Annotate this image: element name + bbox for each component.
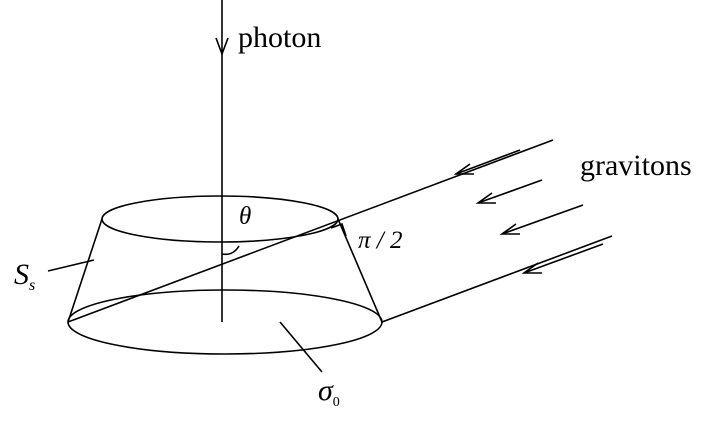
photon-arrowhead [215, 37, 229, 57]
surface-label-main: S [14, 258, 29, 291]
surface-leader-line [47, 259, 95, 272]
graviton-arrow-2 [475, 179, 543, 204]
sigma-leader-line [279, 321, 323, 373]
graviton-arrow-1 [453, 149, 521, 175]
surface-label: Ss [14, 258, 35, 294]
graviton-ray-lower [381, 235, 613, 323]
graviton-arrow-4 [521, 243, 604, 274]
surface-label-sub: s [29, 277, 35, 294]
right-angle-marker [330, 222, 347, 237]
gravitons-label: gravitons [580, 149, 692, 182]
frustum-bottom-ellipse [67, 289, 383, 355]
right-angle-label: π / 2 [358, 227, 402, 254]
frustum-top-ellipse [101, 195, 339, 243]
frustum-left-side [67, 218, 103, 323]
theta-label: θ [239, 203, 251, 230]
sigma-label: σ0 [318, 374, 340, 410]
sigma-label-main: σ [318, 374, 334, 407]
photon-label: photon [238, 21, 321, 54]
theta-arc [221, 245, 240, 256]
sigma-label-sub: 0 [333, 395, 340, 410]
graviton-ray-upper [67, 139, 554, 323]
graviton-arrow-3 [499, 204, 584, 235]
